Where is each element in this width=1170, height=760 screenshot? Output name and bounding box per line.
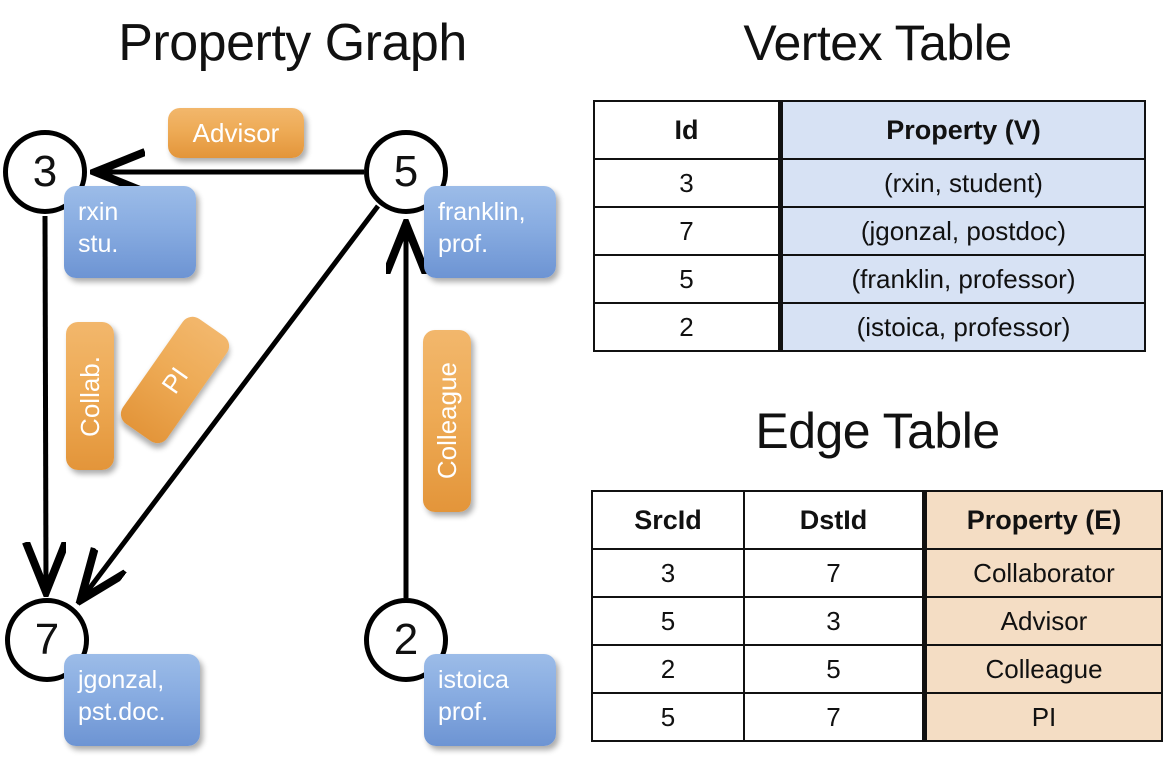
page-title-edge-table: Edge Table [755, 403, 1000, 459]
edge-label-text: Colleague [431, 362, 462, 480]
property-graph-diagram: 3 5 7 2 rxin stu. franklin, prof. jgonza… [0, 0, 585, 760]
edge-cell-srcid: 5 [591, 596, 745, 646]
node-property-line-2: stu. [78, 230, 119, 258]
table-row: 7 (jgonzal, postdoc) [593, 206, 1146, 256]
table-header-row: SrcId DstId Property (E) [591, 490, 1163, 550]
vertex-cell-property: (jgonzal, postdoc) [778, 206, 1146, 256]
node-property-line-1: franklin, [438, 198, 526, 226]
edge-label-advisor: Advisor [168, 108, 304, 158]
graph-edge-arrows [0, 0, 585, 760]
node-property-line-1: jgonzal, [78, 666, 165, 694]
table-row: 5 (franklin, professor) [593, 254, 1146, 304]
edge-cell-property: PI [922, 692, 1163, 742]
edge-cell-dstid: 5 [743, 644, 926, 694]
edge-cell-srcid: 3 [591, 548, 745, 598]
edge-table-header-property: Property (E) [922, 490, 1163, 550]
edge-arrow-collab [45, 215, 46, 588]
edge-cell-property: Collaborator [922, 548, 1163, 598]
edge-label-text: Advisor [192, 117, 280, 148]
vertex-cell-property: (istoica, professor) [778, 302, 1146, 352]
edge-cell-property: Colleague [922, 644, 1163, 694]
table-row: 5 7 PI [591, 692, 1163, 742]
edge-cell-srcid: 5 [591, 692, 745, 742]
edge-label-colleague: Colleague [423, 330, 471, 512]
node-property-line-2: prof. [438, 230, 489, 258]
node-property-box-2: istoica prof. [424, 654, 556, 746]
table-header-row: Id Property (V) [593, 100, 1146, 160]
edge-cell-srcid: 2 [591, 644, 745, 694]
table-row: 5 3 Advisor [591, 596, 1163, 646]
edge-label-text: PI [155, 361, 194, 399]
node-property-box-7: jgonzal, pst.doc. [64, 654, 200, 746]
vertex-cell-id: 7 [593, 206, 782, 256]
table-row: 2 5 Colleague [591, 644, 1163, 694]
edge-arrow-pi [83, 204, 380, 597]
page-title-vertex-table: Vertex Table [743, 15, 1012, 71]
node-property-line-1: rxin [78, 198, 119, 226]
vertex-cell-property: (rxin, student) [778, 158, 1146, 208]
vertex-table-header-property: Property (V) [778, 100, 1146, 160]
graph-node-2[interactable]: 2 [364, 598, 448, 682]
edge-cell-property: Advisor [922, 596, 1163, 646]
graph-node-5[interactable]: 5 [364, 130, 448, 214]
vertex-cell-id: 2 [593, 302, 782, 352]
table-row: 3 7 Collaborator [591, 548, 1163, 598]
edge-table-header-srcid: SrcId [591, 490, 745, 550]
node-property-box-3: rxin stu. [64, 186, 196, 278]
vertex-cell-property: (franklin, professor) [778, 254, 1146, 304]
edge-cell-dstid: 7 [743, 548, 926, 598]
node-property-line-2: prof. [438, 698, 489, 726]
edge-table-header-dstid: DstId [743, 490, 926, 550]
edge-label-collab: Collab. [66, 322, 114, 470]
edge-cell-dstid: 7 [743, 692, 926, 742]
node-property-line-2: pst.doc. [78, 698, 166, 726]
edge-label-text: Collab. [74, 355, 105, 437]
edge-cell-dstid: 3 [743, 596, 926, 646]
edge-table: SrcId DstId Property (E) 3 7 Collaborato… [591, 490, 1163, 742]
node-property-box-5: franklin, prof. [424, 186, 556, 278]
vertex-cell-id: 5 [593, 254, 782, 304]
page-title-property-graph: Property Graph [118, 14, 467, 72]
vertex-table: Id Property (V) 3 (rxin, student) 7 (jgo… [593, 100, 1146, 352]
vertex-table-header-id: Id [593, 100, 782, 160]
table-row: 2 (istoica, professor) [593, 302, 1146, 352]
vertex-cell-id: 3 [593, 158, 782, 208]
table-row: 3 (rxin, student) [593, 158, 1146, 208]
node-property-line-1: istoica [438, 666, 509, 694]
